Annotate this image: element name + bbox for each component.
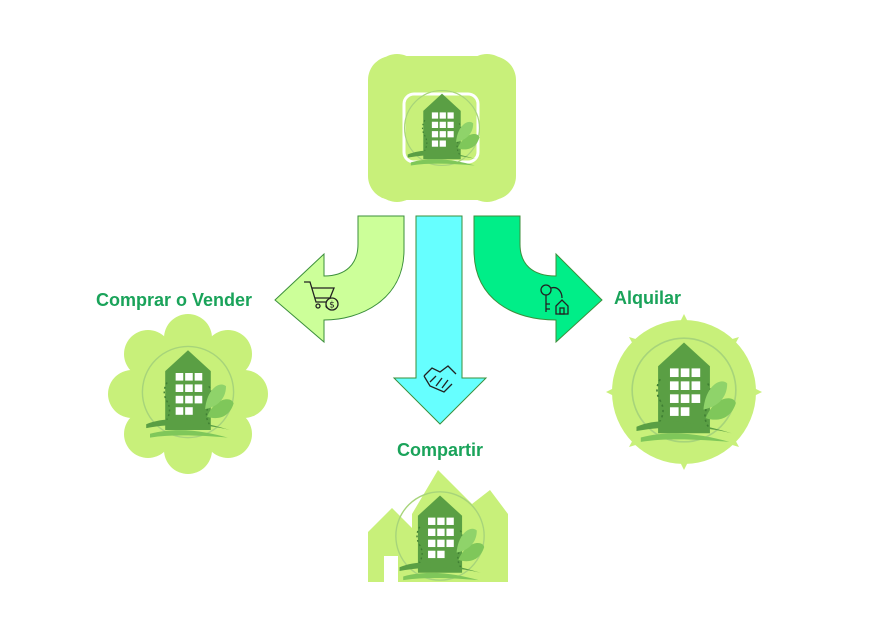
badge-comprar-vender — [108, 314, 268, 474]
top-logo-badge — [368, 54, 516, 202]
label-compartir: Compartir — [397, 440, 484, 460]
badge-compartir — [368, 470, 508, 582]
arrow-compartir — [392, 215, 488, 425]
badge-alquilar — [606, 314, 762, 470]
handshake-icon — [423, 365, 457, 393]
svg-text:$: $ — [329, 301, 335, 311]
label-alquilar: Alquilar — [614, 288, 682, 308]
arrow-comprar-vender: $ — [274, 215, 405, 344]
house-key-tag-icon — [540, 284, 569, 315]
shopping-cart-dollar-icon: $ — [304, 281, 339, 311]
arrow-alquilar — [473, 215, 603, 344]
label-comprar-vender: Comprar o Vender — [96, 290, 253, 310]
